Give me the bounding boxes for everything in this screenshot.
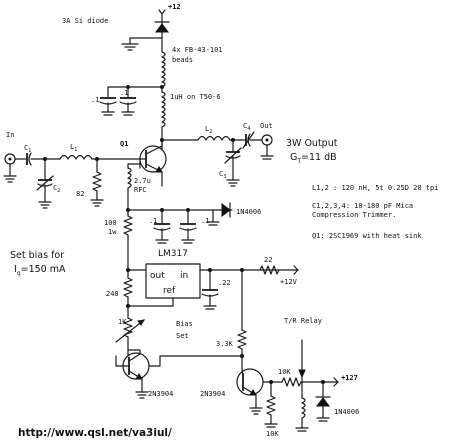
r100-label: 100	[104, 219, 117, 227]
rfc-label: RFC	[134, 186, 147, 194]
note-c1234: C1,2,3,4: 10-180 pF Mica	[312, 202, 413, 210]
supply-127-label: +127	[341, 374, 358, 382]
r22-label: 22	[264, 256, 272, 264]
cap-dec3-label: .1	[149, 217, 157, 225]
rfc-value-label: 2.7u	[134, 177, 151, 185]
note-q1: Q1: 2SC1969 with heat sink	[312, 232, 422, 240]
r1k-label: 1K	[118, 318, 127, 326]
gain-label: GT=11 dB	[290, 152, 337, 165]
diode-3a-label: 3A Si diode	[62, 17, 108, 25]
c1-label: C1	[24, 144, 31, 154]
inductor-1uh-label: 1uH on T50-6	[170, 93, 221, 101]
l1-label: L1	[70, 143, 77, 153]
lm317-in-label: in	[180, 271, 188, 281]
out-label: Out	[260, 122, 273, 130]
output-network	[161, 131, 274, 187]
diode-1n4006-top-label: 1N4006	[236, 208, 261, 216]
q-right-label: 2N3904	[200, 390, 225, 398]
bias-rail	[123, 202, 233, 271]
ferrite-beads	[161, 51, 166, 88]
beads-label-2: beads	[172, 56, 193, 64]
bias-resistors	[115, 269, 145, 357]
c22-label: .22	[218, 279, 231, 287]
cap-dec4-label: .1	[201, 217, 209, 225]
transistor-2n3904-right	[236, 329, 283, 415]
input-label: In	[6, 131, 14, 139]
bias-set-label-1: Bias	[176, 320, 193, 328]
l2-label: L2	[205, 125, 212, 135]
bias-note-2: Iq=150 mA	[14, 264, 66, 277]
lm317-regulator	[126, 263, 299, 331]
diode-1n4006-bottom-label: 1N4006	[334, 408, 359, 416]
trimmer-c1	[26, 152, 46, 166]
transistor-2n3904-left	[115, 349, 243, 399]
trimmer-c2	[36, 157, 54, 209]
r10k-series-label: 10K	[278, 368, 291, 376]
rfc-choke	[126, 158, 141, 212]
bias-set-label-2: Set	[176, 332, 189, 340]
q-left-label: 2N3904	[148, 390, 173, 398]
bias-note-1: Set bias for	[10, 250, 64, 261]
c2-label: C2	[53, 184, 60, 194]
cap-dec1-label: .1	[91, 96, 99, 104]
lm317-ref-label: ref	[163, 286, 176, 296]
supply-12v-label: +12V	[280, 278, 298, 286]
beads-label-1: 4x FB-43-101	[172, 46, 223, 54]
r82-label: 82	[76, 190, 84, 198]
c3-label: C3	[219, 170, 226, 180]
inductor-l1	[44, 154, 141, 160]
output-power-label: 3W Output	[286, 138, 338, 149]
cap-dec2-label: .1	[120, 89, 128, 97]
top-supply	[121, 9, 170, 53]
source-url: http://www.qsl.net/va3iul/	[18, 427, 172, 439]
lm317-out-label: out	[150, 271, 165, 281]
c4-label: C4	[243, 122, 250, 132]
lm317-label: LM317	[158, 249, 188, 259]
note-trimmer: Compression Trimmer.	[312, 211, 396, 219]
r10k-shunt-label: 10K	[266, 430, 279, 438]
input-connector	[3, 153, 28, 183]
supply-12-label: +12	[168, 3, 181, 11]
tr-relay-circuit	[264, 339, 339, 432]
resistor-82	[90, 157, 104, 207]
q1-label: Q1	[120, 140, 128, 148]
tr-relay-label: T/R Relay	[284, 317, 322, 325]
r100-watt-label: 1w	[108, 228, 117, 236]
note-l12: L1,2 : 120 nH, 5t 0.25D 20 tpi	[312, 184, 438, 192]
r3k3-label: 3.3K	[216, 340, 234, 348]
r240-label: 240	[106, 290, 119, 298]
top-decoupling	[99, 85, 164, 116]
